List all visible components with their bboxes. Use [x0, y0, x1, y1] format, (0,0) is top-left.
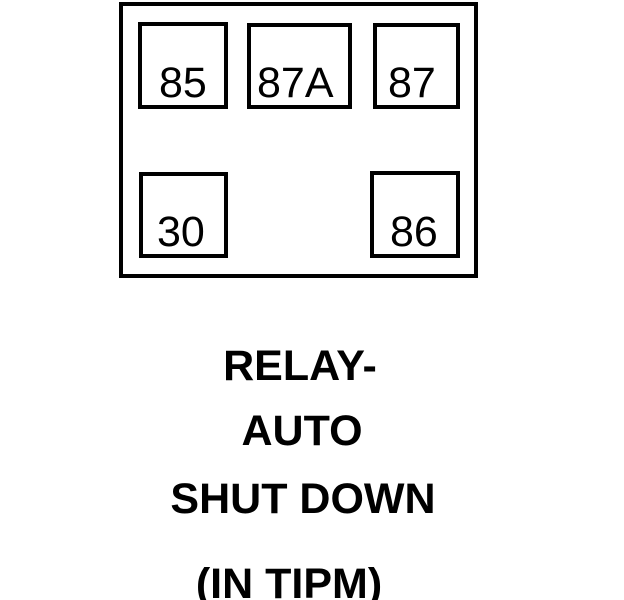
relay-pin-87: 87 — [373, 23, 460, 109]
relay-pin-86: 86 — [370, 171, 460, 258]
relay-pin-30: 30 — [139, 172, 228, 258]
pin-label-87a: 87A — [257, 59, 334, 107]
relay-pin-87a: 87A — [247, 23, 352, 109]
caption-line-auto: AUTO — [241, 407, 363, 455]
pin-label-85: 85 — [159, 59, 207, 107]
pin-label-30: 30 — [157, 208, 205, 256]
caption-line-in-tipm: (IN TIPM) — [195, 560, 383, 600]
pin-label-87: 87 — [388, 59, 436, 107]
caption-line-shut-down: SHUT DOWN — [170, 475, 436, 523]
pin-label-86: 86 — [390, 208, 438, 256]
caption-line-relay: RELAY- — [223, 342, 377, 390]
relay-pin-85: 85 — [138, 22, 228, 109]
